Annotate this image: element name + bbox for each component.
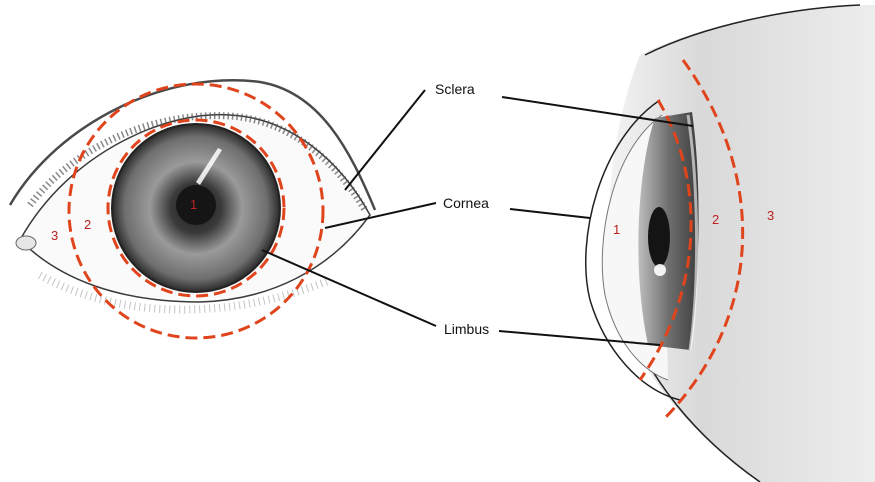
side-zone-2-number: 2 xyxy=(712,212,719,227)
front-zone-3-number: 3 xyxy=(51,228,58,243)
front-zone-1-number: 1 xyxy=(190,197,197,212)
front-eye-view: 1 2 3 xyxy=(10,80,375,338)
front-zone-2-number: 2 xyxy=(84,217,91,232)
label-limbus: Limbus xyxy=(444,321,489,337)
side-zone-1-number: 1 xyxy=(613,222,620,237)
side-highlight xyxy=(654,264,666,276)
side-zone-3-number: 3 xyxy=(767,208,774,223)
leader-cornea-side xyxy=(510,209,590,218)
tear-duct xyxy=(16,236,36,250)
label-cornea: Cornea xyxy=(443,195,489,211)
leader-sclera-front xyxy=(345,90,425,190)
label-sclera: Sclera xyxy=(435,81,475,97)
side-pupil xyxy=(648,207,670,267)
side-eye-view: 1 2 3 xyxy=(586,5,875,482)
leader-limbus-front xyxy=(262,250,436,326)
